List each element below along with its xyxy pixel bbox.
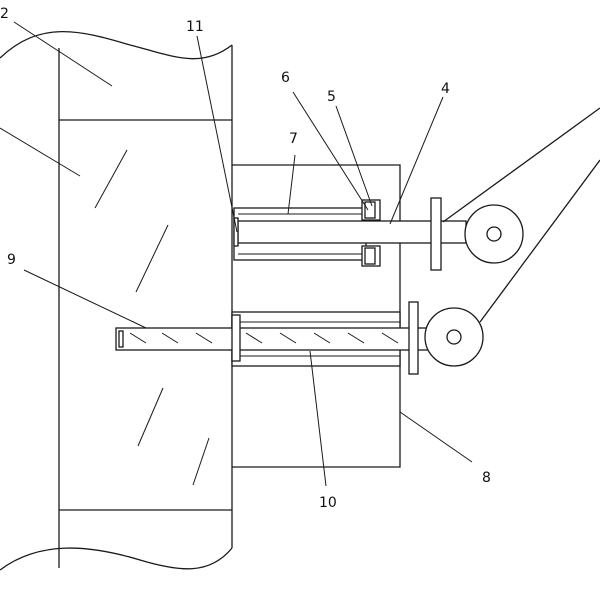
label-9: 9 xyxy=(7,252,16,268)
label-6: 6 xyxy=(281,70,290,86)
label-7: 7 xyxy=(289,131,298,147)
label-4: 4 xyxy=(441,81,450,97)
upper-wheel xyxy=(464,204,524,264)
wall-column xyxy=(0,31,233,571)
label-10: 10 xyxy=(319,495,337,511)
lower-wheel xyxy=(424,307,484,367)
part-labels: 2 11 6 5 4 7 9 8 10 xyxy=(0,6,491,511)
belt-lines xyxy=(442,107,600,323)
label-2: 2 xyxy=(0,6,9,22)
lower-flange xyxy=(408,301,419,375)
upper-flange xyxy=(430,197,442,271)
upper-bolt-assembly xyxy=(233,197,467,271)
lower-rod-assembly xyxy=(115,301,451,375)
label-5: 5 xyxy=(327,89,336,105)
rod-hatch xyxy=(129,332,399,344)
leader-lines xyxy=(0,21,473,487)
label-8: 8 xyxy=(482,470,491,486)
label-11: 11 xyxy=(186,19,204,35)
glass-hatch xyxy=(94,149,210,486)
